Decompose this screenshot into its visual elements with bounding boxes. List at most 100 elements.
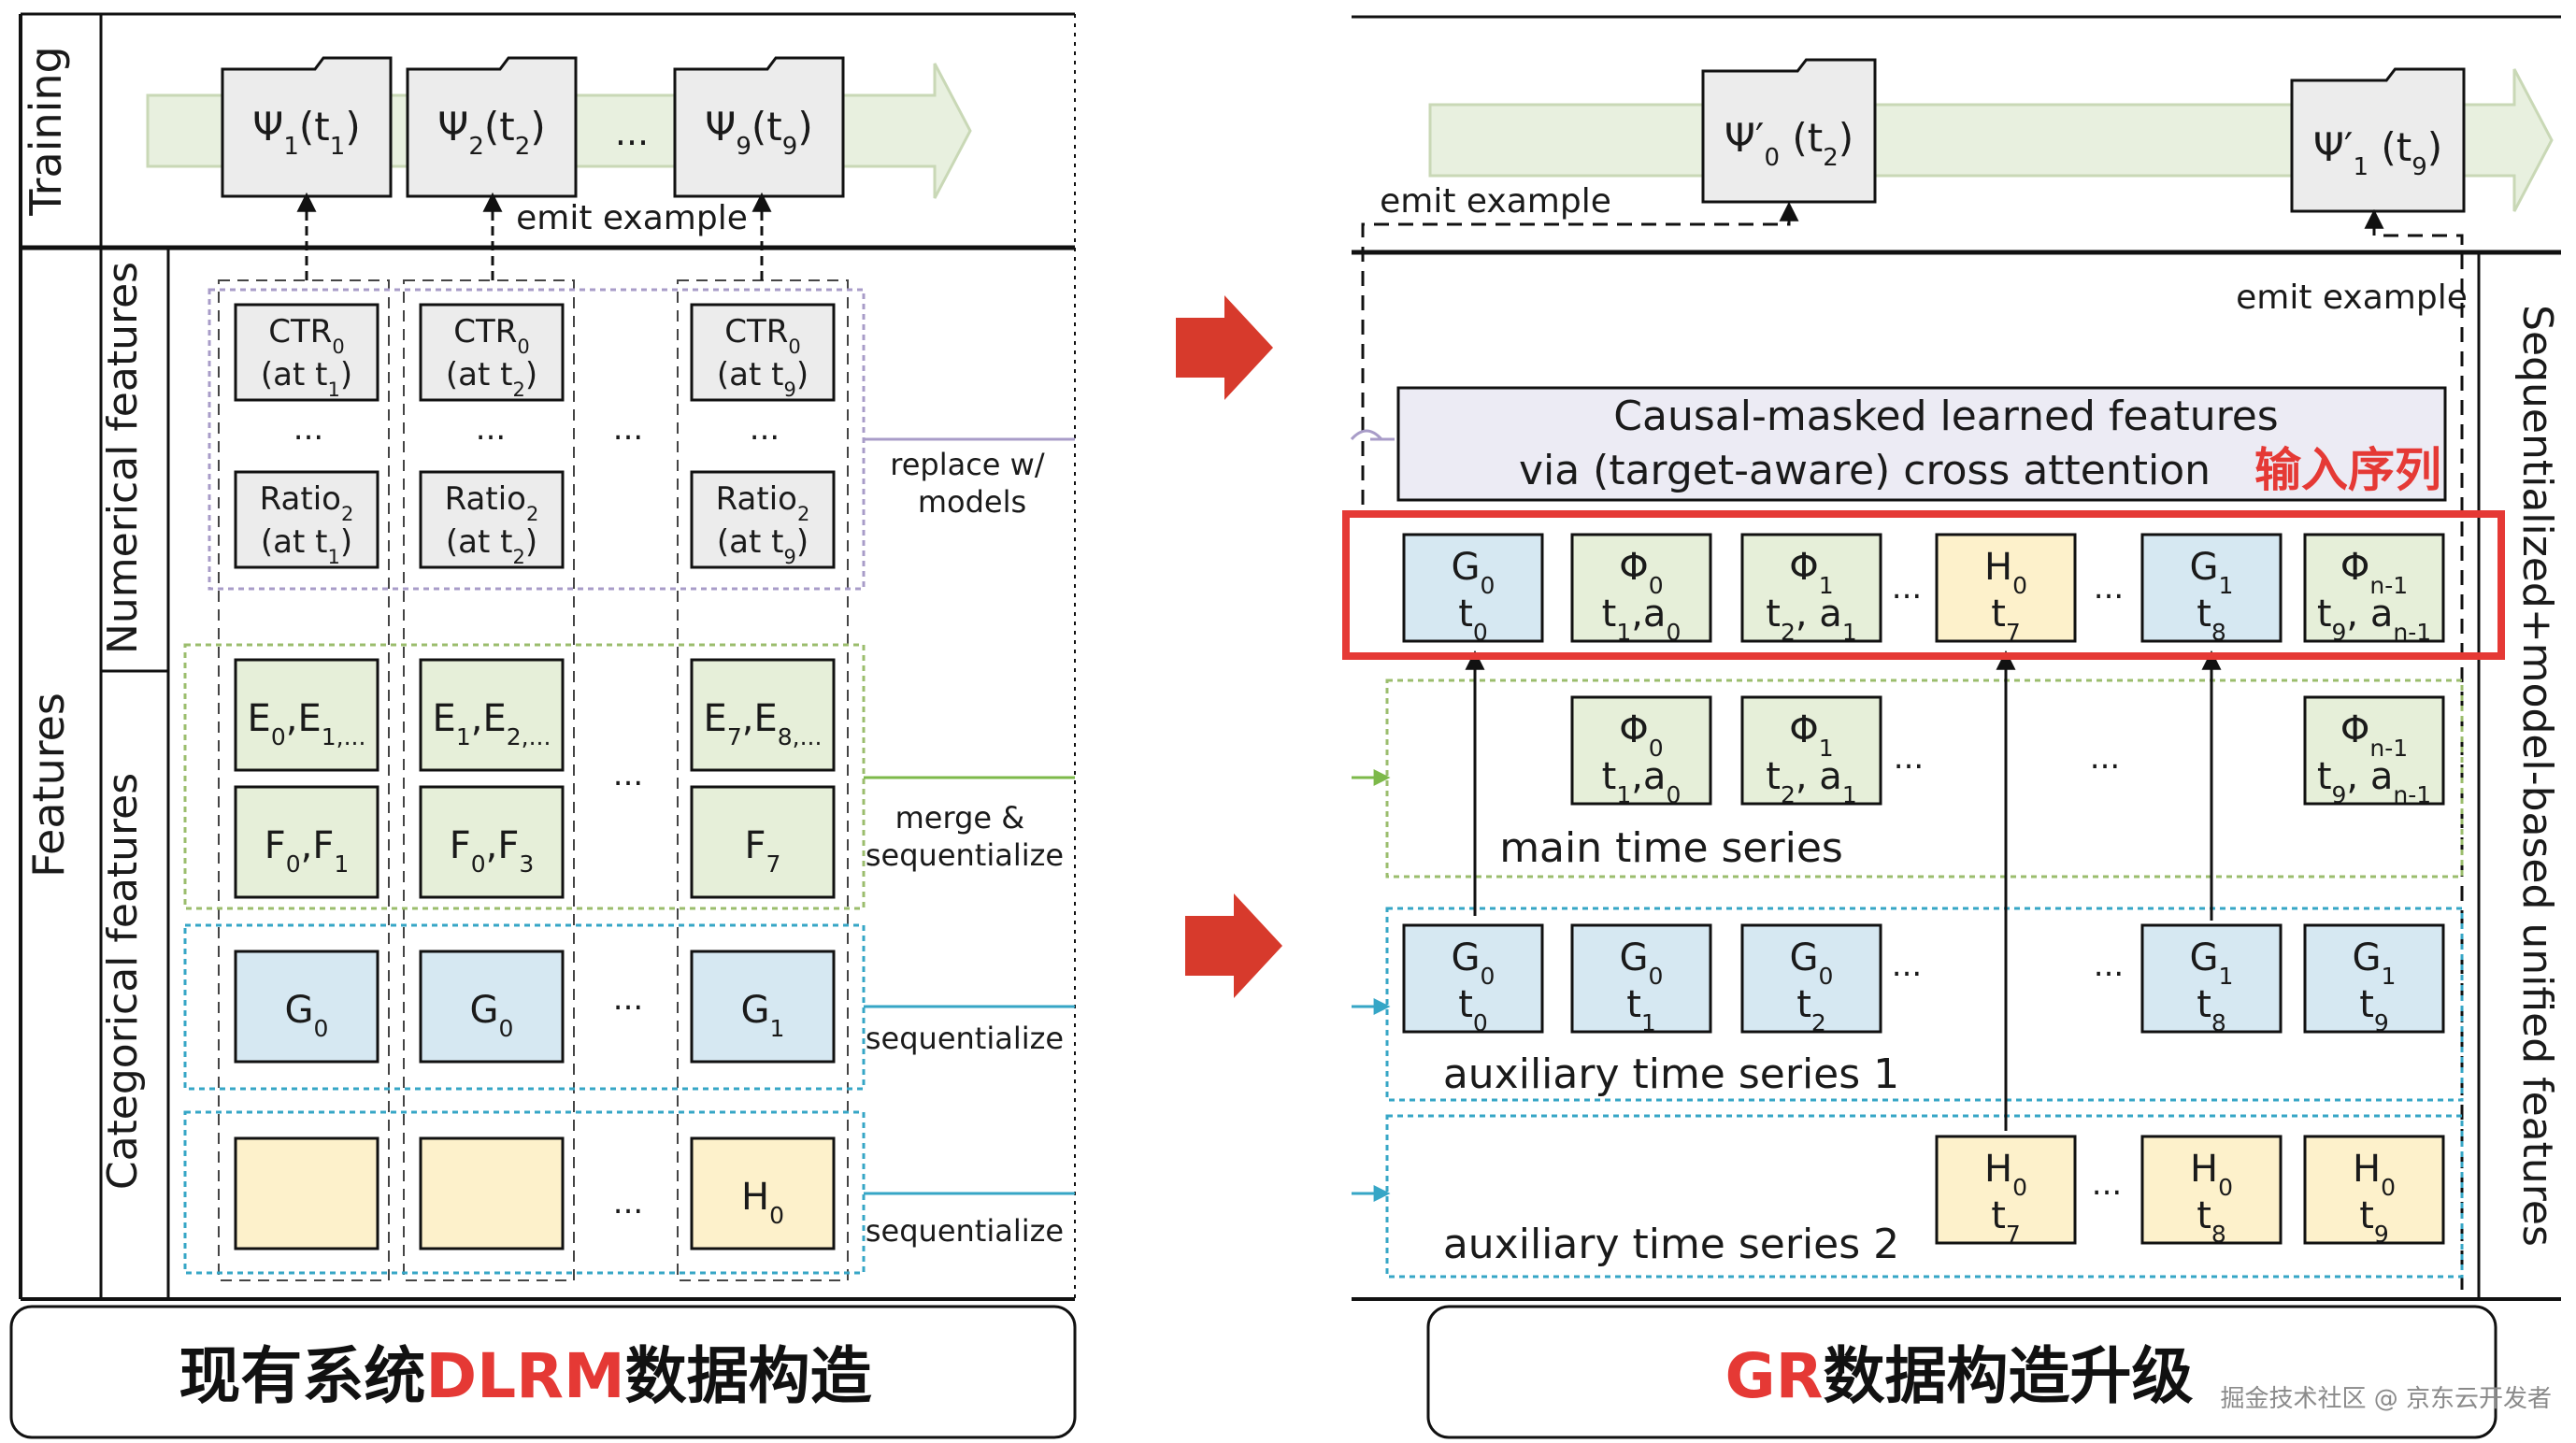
- red-arrow-1: [1176, 295, 1273, 400]
- ctr-ellipsis: ...: [750, 410, 780, 448]
- cell-time-label: t2: [1796, 983, 1826, 1036]
- ratio-time-label: (at t9): [717, 523, 809, 568]
- cell-feature-label: Φ0: [1619, 708, 1663, 762]
- causal-line-2: via (target-aware) cross attention: [1519, 447, 2211, 494]
- left-feature-cells: CTR0(at t1)CTR0(at t2)CTR0(at t9)Ratio2(…: [234, 303, 836, 1250]
- sequence-cell: [2140, 533, 2283, 643]
- f-label: F7: [745, 824, 781, 878]
- sequentialize-label-1: sequentialize: [866, 1021, 1064, 1056]
- e-cell: [419, 658, 565, 772]
- g-cell: [419, 950, 565, 1064]
- g-label: G0: [470, 989, 514, 1042]
- cell-time-label: t8: [2197, 1194, 2226, 1248]
- cell-time-label: t1: [1626, 983, 1656, 1036]
- input-sequence-highlight: [1342, 510, 2505, 660]
- sequence-cell: [1740, 695, 1882, 806]
- unified-features-label: Sequentialized+model-based unified featu…: [2513, 305, 2561, 1247]
- cell-time-label: t9, an-1: [2317, 755, 2431, 808]
- main-time-series-label: main time series: [1499, 824, 1843, 872]
- aux1-ellipsis: ...: [2094, 947, 2124, 984]
- cell-time-label: t7: [1991, 593, 2021, 646]
- sequence-cell: [1570, 923, 1712, 1034]
- right-panel: Ψ′0 (t2) Ψ′1 (t9) emit example emit examp…: [1342, 15, 2561, 1439]
- features-label: Features: [23, 693, 74, 878]
- ctr-cell: [419, 303, 565, 402]
- g-cell: [234, 950, 379, 1064]
- model-label: Ψ′1 (t9): [2313, 124, 2442, 181]
- sequentialize-label-2: sequentialize: [866, 1213, 1064, 1249]
- g-cell: [690, 950, 836, 1064]
- cell-feature-label: H0: [2353, 1148, 2396, 1201]
- model-folders: Ψ1(t1)Ψ2(t2)Ψ9(t9): [221, 56, 845, 198]
- categorical-features-label: Categorical features: [99, 773, 147, 1190]
- e-label: E7,E8,...: [704, 697, 823, 750]
- cell-feature-label: G0: [1452, 936, 1496, 990]
- sequence-cell: [2303, 923, 2445, 1034]
- sequence-cell: [2303, 533, 2445, 643]
- e-cell: [234, 658, 379, 772]
- sequence-cell: [2303, 1135, 2445, 1245]
- sequence-cell: [2140, 1135, 2283, 1245]
- model-folder-icon: Ψ1(t1): [221, 56, 393, 198]
- watermark: 掘金技术社区 @ 京东云开发者: [2220, 1385, 2552, 1413]
- cell-feature-label: Φn-1: [2340, 708, 2408, 762]
- cell-feature-label: H0: [2190, 1148, 2233, 1201]
- e-label: E0,E1,...: [248, 697, 366, 750]
- g-label: G0: [285, 989, 329, 1042]
- seq-ellipsis: ...: [2094, 569, 2124, 607]
- aux1-ellipsis: ...: [1892, 947, 1922, 984]
- model-folder-icon: Ψ′0 (t2): [1701, 58, 1877, 204]
- model-folder-icon: Ψ2(t2): [406, 56, 578, 198]
- h-cell-empty: [234, 1136, 379, 1250]
- replace-label: replace w/ models: [890, 447, 1054, 520]
- ctr-ellipsis: ...: [293, 410, 323, 448]
- sequence-cell: [1570, 695, 1712, 806]
- cell-feature-label: Φ0: [1619, 546, 1663, 599]
- ctr-ellipsis: ...: [476, 410, 506, 448]
- sequence-cell: [1935, 533, 2077, 643]
- seq-ellipsis: ...: [1892, 569, 1922, 607]
- ctr-cell: [234, 303, 379, 402]
- sequence-cell: [1402, 923, 1544, 1034]
- f-cell: [690, 785, 836, 899]
- sequence-cell: [2303, 695, 2445, 806]
- model-folder-icon: Ψ′1 (t9): [2290, 67, 2466, 213]
- ratio-label: Ratio2: [716, 480, 810, 525]
- sequence-cell: [2140, 923, 2283, 1034]
- cell-time-label: t0: [1458, 593, 1488, 646]
- sequence-cell: [1570, 533, 1712, 643]
- causal-line-1: Causal-masked learned features: [1613, 393, 2278, 440]
- ratio-time-label: (at t2): [446, 523, 537, 568]
- model-label: Ψ1(t1): [252, 104, 360, 161]
- emit-example-label-2: emit example: [2236, 279, 2468, 317]
- col-ellipsis: ...: [613, 756, 643, 793]
- sequence-cell: [1740, 923, 1882, 1034]
- ctr-cell: [690, 303, 836, 402]
- cell-time-label: t0: [1458, 983, 1488, 1036]
- ratio-label: Ratio2: [260, 480, 354, 525]
- cell-feature-label: G1: [2353, 936, 2397, 990]
- ratio-label: Ratio2: [445, 480, 539, 525]
- right-model-folders: Ψ′0 (t2) Ψ′1 (t9): [1701, 58, 2466, 213]
- aux-time-series-1-label: auxiliary time series 1: [1443, 1050, 1899, 1098]
- cell-feature-label: H0: [1984, 1148, 2027, 1201]
- col-ellipsis: ...: [613, 980, 643, 1018]
- sequence-cell: [1740, 533, 1882, 643]
- model-label: Ψ′0 (t2): [1724, 115, 1853, 172]
- ctr-label: CTR0: [724, 313, 801, 358]
- right-caption-box: [1426, 1305, 2497, 1439]
- left-panel: Training Features Numerical features Cat…: [9, 12, 1077, 1439]
- sequence-cell: [1935, 1135, 2077, 1245]
- cell-feature-label: Φ1: [1789, 708, 1833, 762]
- emit-example-label-1: emit example: [1380, 182, 1611, 221]
- left-caption-box: [9, 1305, 1077, 1439]
- ratio-cell: [234, 470, 379, 569]
- e-cell: [690, 658, 836, 772]
- cell-time-label: t8: [2197, 983, 2226, 1036]
- h-cell-empty: [419, 1136, 565, 1250]
- aux2-ellipsis: ...: [2092, 1165, 2122, 1203]
- cell-feature-label: Φn-1: [2340, 546, 2408, 599]
- left-caption: 现有系统DLRM数据构造: [179, 1340, 871, 1412]
- ratio-time-label: (at t1): [261, 523, 352, 568]
